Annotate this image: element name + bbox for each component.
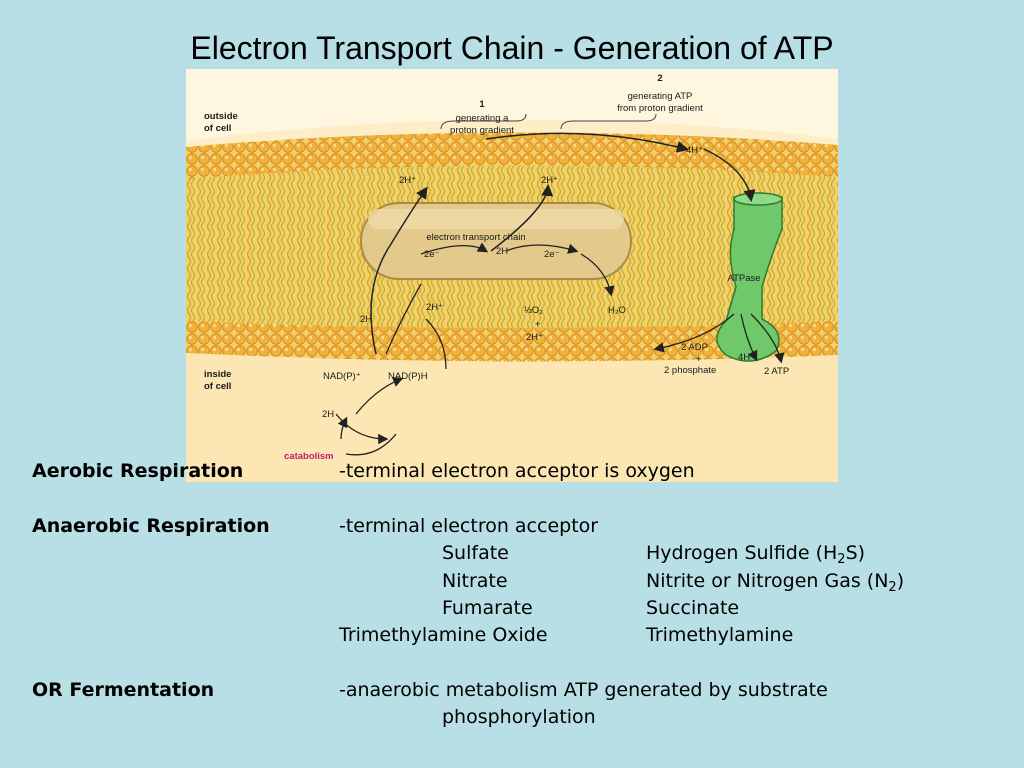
inside-label-2: of cell — [204, 381, 231, 392]
acceptor-nitrate: Nitrate — [442, 570, 508, 592]
aerobic-description: -terminal electron acceptor is oxygen — [339, 460, 695, 482]
product-hydrogen-sulfide: Hydrogen Sulfide (H2S) — [646, 542, 866, 567]
fermentation-description-2: phosphorylation — [442, 706, 596, 728]
h2-lower2-label: 2H⁺ — [526, 332, 543, 343]
fermentation-description: -anaerobic metabolism ATP generated by s… — [339, 679, 828, 701]
anaerobic-label: Anaerobic Respiration — [32, 515, 270, 537]
step1-label-2: proton gradient — [450, 125, 514, 136]
step1-number: 1 — [479, 99, 485, 110]
h2-inner-label: 2H — [360, 314, 372, 325]
h4-inside-label: 4H⁺ — [738, 352, 755, 363]
nadp-label: NAD(P)⁺ — [323, 371, 361, 382]
slide-title: Electron Transport Chain - Generation of… — [190, 30, 834, 66]
acceptor-sulfate: Sulfate — [442, 542, 509, 564]
e2-left-label: 2e⁻ — [424, 249, 440, 260]
plus-1-label: + — [535, 319, 541, 330]
h2-mid-label: 2H⁺ — [541, 175, 558, 186]
e2-right-label: 2e⁻ — [544, 249, 560, 260]
product-nitrite: Nitrite or Nitrogen Gas (N2) — [646, 570, 905, 595]
nadph-label: NAD(P)H — [388, 371, 428, 382]
step1-label: generating a — [456, 113, 510, 124]
aerobic-label: Aerobic Respiration — [32, 460, 244, 482]
water-label: H₂O — [608, 305, 626, 316]
step2-number: 2 — [657, 73, 662, 84]
h2-bottom-label: 2H — [322, 409, 334, 420]
etc-label: electron transport chain — [426, 232, 525, 243]
acceptor-trimethylamine-oxide: Trimethylamine Oxide — [339, 624, 548, 646]
half-o2-label: ½O₂ — [524, 305, 543, 316]
h2-left-label: 2H⁺ — [399, 175, 416, 186]
h4-top-label: 4H⁺ — [686, 145, 703, 156]
catabolism-label: catabolism — [284, 451, 334, 462]
atp-label: 2 ATP — [764, 366, 789, 377]
plus-2-label: + — [696, 354, 702, 365]
outside-label: outside — [204, 111, 238, 122]
h2-lower-label: 2H⁺ — [426, 302, 443, 313]
etc-diagram: 1 generating a proton gradient 2 generat… — [186, 69, 838, 482]
acceptor-fumarate: Fumarate — [442, 597, 533, 619]
step2-label: generating ATP — [628, 91, 693, 102]
adp-label: 2 ADP — [681, 342, 708, 353]
phosphate-label: 2 phosphate — [664, 365, 716, 376]
step2-label-2: from proton gradient — [617, 103, 703, 114]
product-trimethylamine: Trimethylamine — [646, 624, 794, 646]
inside-label: inside — [204, 369, 231, 380]
atpase-label: ATPase — [727, 273, 760, 284]
h2-center-label: 2H — [496, 246, 508, 257]
outside-label-2: of cell — [204, 123, 231, 134]
fermentation-label: OR Fermentation — [32, 679, 215, 701]
product-succinate: Succinate — [646, 597, 740, 619]
anaerobic-description: -terminal electron acceptor — [339, 515, 599, 537]
